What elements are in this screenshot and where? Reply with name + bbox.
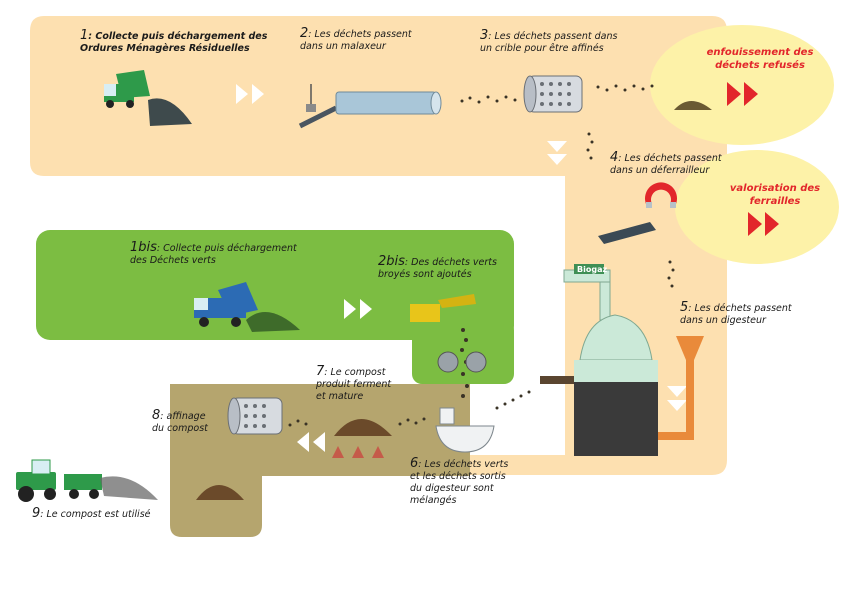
step-number: 9: [32, 506, 41, 521]
step-9-label: 9: Le compost est utilisé: [32, 506, 151, 521]
green-waste-panel: [36, 230, 514, 340]
metals-ellipse: [675, 150, 839, 264]
main-flow-band: [30, 16, 727, 475]
step-text: broyés sont ajoutés: [378, 269, 472, 280]
step-number: 7: [316, 364, 325, 379]
step-text: : Le compost: [324, 367, 386, 378]
magnet-icon: [598, 182, 677, 244]
step-text: mélangés: [410, 495, 457, 506]
step-number: 2bis: [378, 254, 405, 269]
step-1bis-label: 1bis: Collecte puis déchargement des Déc…: [130, 240, 297, 267]
step-text: du compost: [152, 423, 208, 434]
step-1-label: 1: Collecte puis déchargement des Ordure…: [80, 28, 268, 55]
step-text: : Les déchets passent: [688, 303, 792, 314]
digester-icon: [540, 264, 704, 456]
step-8-label: 8: affinage du compost: [152, 408, 208, 435]
step-text: : Le compost est utilisé: [40, 509, 151, 520]
step-number: 3: [480, 28, 489, 43]
step-5-label: 5: Les déchets passent dans un digesteur: [680, 300, 792, 327]
step-text: produit ferment: [316, 379, 392, 390]
garbage-truck-icon: [104, 70, 192, 126]
shredder-icon: [410, 294, 487, 373]
step-text: Ordures Ménagères Résiduelles: [80, 43, 250, 54]
step-text: et mature: [316, 391, 364, 402]
step-4-label: 4: Les déchets passent dans un déferrail…: [610, 150, 722, 177]
step-number: 6: [410, 456, 419, 471]
screen-drum-icon: [227, 397, 283, 435]
step-text: dans un déferrailleur: [610, 165, 710, 176]
landfill-ellipse: [650, 25, 834, 145]
landfill-outcome-label: enfouissement des déchets refusés: [700, 46, 820, 72]
green-waste-tab: [412, 320, 514, 384]
step-text: : Les déchets verts: [418, 459, 509, 470]
step-number: 4: [610, 150, 619, 165]
outcome-text: enfouissement des: [706, 47, 814, 58]
outcome-text: ferrailles: [749, 196, 801, 207]
compost-pile-icon: [674, 101, 712, 110]
step-number: 5: [680, 300, 689, 315]
step-text: : Collecte puis déchargement: [156, 243, 297, 254]
double-arrow-icon: [727, 82, 779, 236]
step-3-label: 3: Les déchets passent dans un crible po…: [480, 28, 618, 55]
step-number: 1: [80, 28, 89, 43]
step-text: : Les déchets passent: [618, 153, 722, 164]
step-text: des Déchets verts: [130, 255, 216, 266]
step-text: : affinage: [160, 411, 206, 422]
step-6-label: 6: Les déchets verts et les déchets sort…: [410, 456, 509, 507]
step-text: et les déchets sortis: [410, 471, 506, 482]
biogas-tag: Biogaz: [577, 265, 608, 274]
outcome-text: déchets refusés: [715, 60, 805, 71]
step-text: du digesteur sont: [410, 483, 494, 494]
step-2-label: 2: Les déchets passent dans un malaxeur: [300, 26, 412, 53]
mixing-bowl-icon: [435, 407, 495, 453]
waste-particles: [288, 84, 675, 427]
step-number: 2: [300, 26, 309, 41]
step-text: : Des déchets verts: [404, 257, 497, 268]
step-text: dans un digesteur: [680, 315, 766, 326]
step-number: 8: [152, 408, 161, 423]
step-number: 1bis: [130, 240, 157, 255]
step-text: dans un malaxeur: [300, 41, 386, 52]
screen-drum-icon: [523, 75, 583, 113]
step-7-label: 7: Le compost produit ferment et mature: [316, 364, 392, 403]
outcome-text: valorisation des: [729, 183, 821, 194]
compost-pile-icon: [196, 485, 244, 500]
metals-outcome-label: valorisation des ferrailles: [720, 182, 830, 208]
tractor-icon: [16, 459, 158, 502]
green-truck-icon: [194, 282, 300, 332]
double-arrow-icon: [236, 84, 687, 452]
mixer-icon: [298, 84, 442, 129]
step-2bis-label: 2bis: Des déchets verts broyés sont ajou…: [378, 254, 497, 281]
compost-pile-icon: [332, 419, 392, 458]
step-text: : Collecte puis déchargement des: [88, 31, 268, 42]
step-text: un crible pour être affinés: [480, 43, 604, 54]
step-text: : Les déchets passent: [308, 29, 412, 40]
step-text: : Les déchets passent dans: [488, 31, 618, 42]
